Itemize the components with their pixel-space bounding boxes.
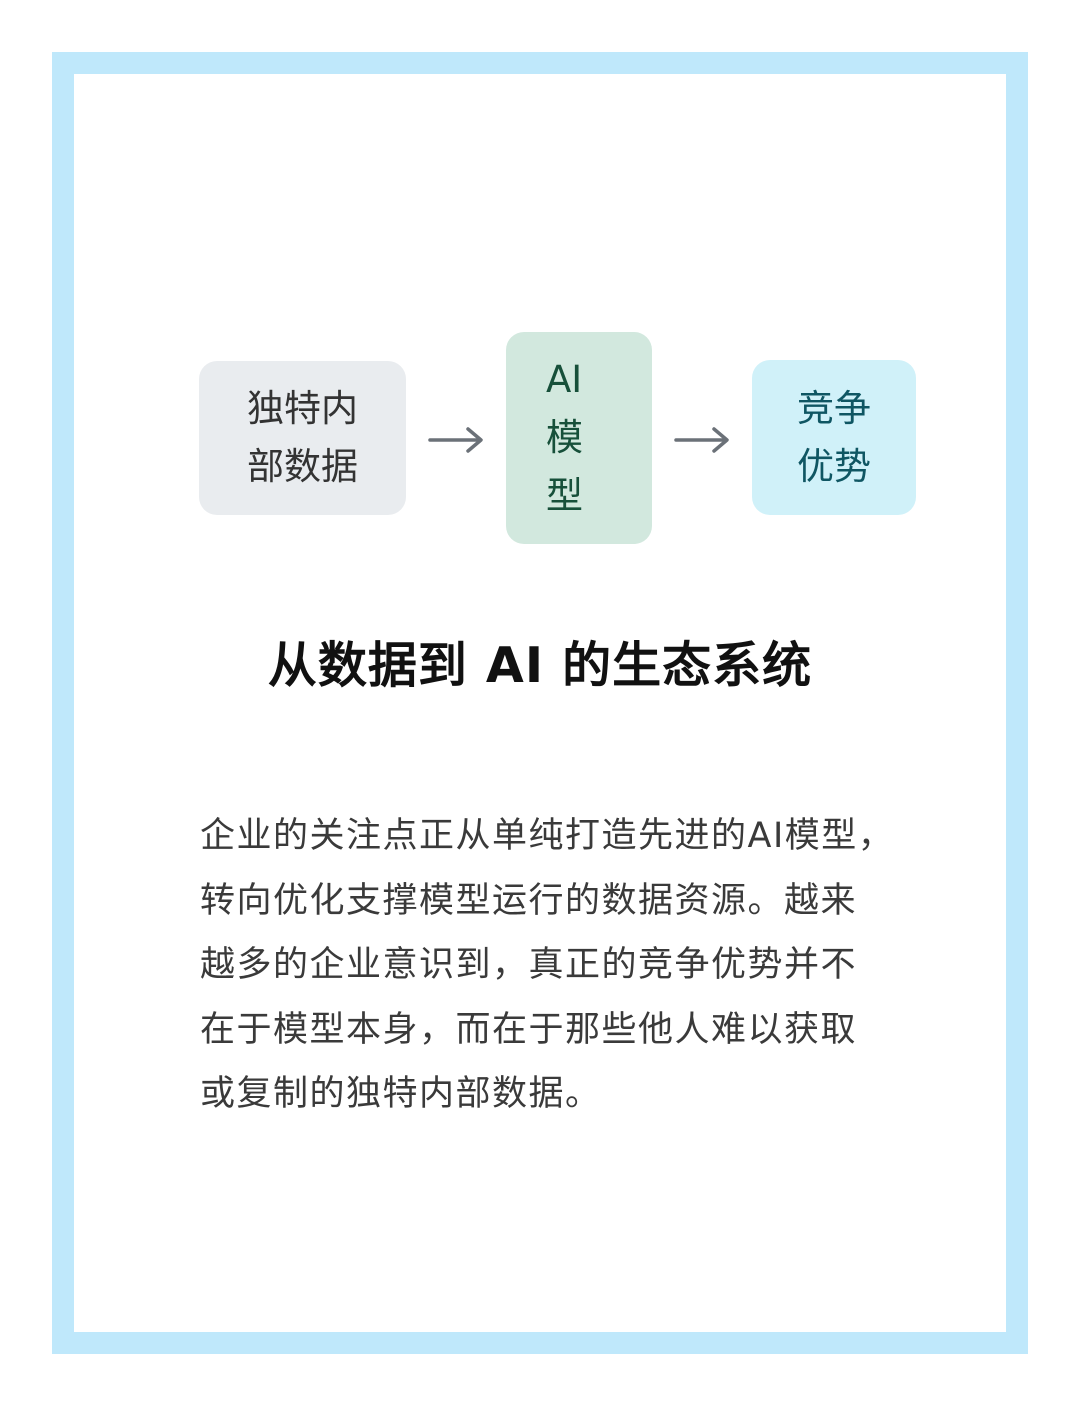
node-ai-model: AI 模 型 bbox=[506, 332, 652, 544]
arrow-right-icon bbox=[674, 427, 729, 453]
node-label-line: 竞争 bbox=[797, 386, 871, 430]
body-line: 在于模型本身，而在于那些他人难以获取 bbox=[200, 1009, 858, 1050]
arrow-right-icon bbox=[428, 427, 483, 453]
body-line: 转向优化支撑模型运行的数据资源。越来 bbox=[200, 880, 858, 921]
node-label-line: 型 bbox=[546, 474, 583, 517]
node-label-line: 部数据 bbox=[247, 445, 358, 488]
node-label-line: AI bbox=[546, 358, 583, 401]
node-competitive-advantage: 竞争 优势 bbox=[752, 360, 916, 515]
page-title: 从数据到 AI 的生态系统 bbox=[267, 637, 813, 694]
node-label-line: 独特内 bbox=[247, 387, 358, 430]
card-frame bbox=[52, 52, 1028, 1354]
node-label-line: 模 bbox=[546, 416, 583, 459]
body-line: 企业的关注点正从单纯打造先进的AI模型， bbox=[200, 816, 895, 856]
body-line: 或复制的独特内部数据。 bbox=[200, 1074, 602, 1114]
body-line: 越多的企业意识到，真正的竞争优势并不 bbox=[200, 945, 858, 985]
node-label-line: 优势 bbox=[797, 444, 871, 488]
body-paragraph: 企业的关注点正从单纯打造先进的AI模型， 转向优化支撑模型运行的数据资源。越来 … bbox=[200, 804, 900, 1127]
node-internal-data: 独特内 部数据 bbox=[199, 361, 406, 515]
